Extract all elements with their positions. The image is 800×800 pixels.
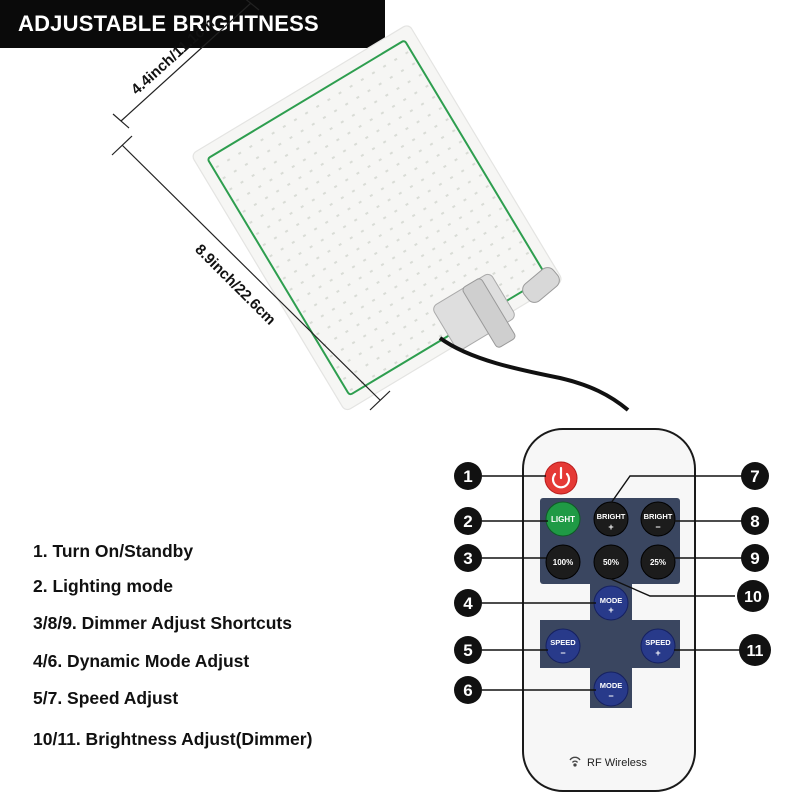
callout-4: 4 <box>454 589 482 617</box>
speed-down-button[interactable]: SPEED − <box>545 628 581 664</box>
width-dimension <box>112 0 260 129</box>
callout-8: 8 <box>741 507 769 535</box>
svg-text:−: − <box>655 522 660 532</box>
light-button[interactable]: LIGHT <box>545 501 581 537</box>
led-panel-illustration: 360 4.4inch/11.1cm 8.9inch/22.6cm <box>111 0 630 412</box>
svg-text:25%: 25% <box>650 558 666 567</box>
svg-text:2: 2 <box>463 512 472 531</box>
callout-5: 5 <box>454 636 482 664</box>
mounting-bracket <box>433 267 560 351</box>
dpad-panel <box>540 584 680 708</box>
svg-text:9: 9 <box>750 549 759 568</box>
svg-text:1: 1 <box>463 467 472 486</box>
svg-text:−: − <box>560 648 565 658</box>
brightness-25-button[interactable]: 25% <box>640 544 676 580</box>
brightness-50-button[interactable]: 50% <box>593 544 629 580</box>
svg-text:SPEED: SPEED <box>550 638 576 647</box>
callout-11: 11 <box>739 634 771 666</box>
svg-text:LIGHT: LIGHT <box>551 515 575 524</box>
svg-text:BRIGHT: BRIGHT <box>644 512 673 521</box>
callout-2: 2 <box>454 507 482 535</box>
svg-text:MODE: MODE <box>600 681 623 690</box>
svg-text:7: 7 <box>750 467 759 486</box>
svg-text:10: 10 <box>744 589 762 606</box>
svg-text:6: 6 <box>463 681 472 700</box>
svg-text:3: 3 <box>463 549 472 568</box>
bright-up-button[interactable]: BRIGHT + <box>593 501 629 537</box>
length-dimension <box>111 135 391 411</box>
svg-text:100%: 100% <box>553 558 573 567</box>
callout-1: 1 <box>454 462 482 490</box>
svg-text:SPEED: SPEED <box>645 638 671 647</box>
svg-text:MODE: MODE <box>600 596 623 605</box>
brightness-100-button[interactable]: 100% <box>545 544 581 580</box>
power-button[interactable] <box>544 461 578 495</box>
svg-text:50%: 50% <box>603 558 619 567</box>
power-cable <box>438 336 630 412</box>
feature-item: 3/8/9. Dimmer Adjust Shortcuts <box>33 613 292 633</box>
feature-item: 2. Lighting mode <box>33 576 173 596</box>
svg-text:8: 8 <box>750 512 759 531</box>
svg-text:+: + <box>608 605 613 615</box>
brightness-banner: ADJUSTABLE BRIGHTNESS <box>0 0 385 48</box>
callout-lines <box>482 475 742 691</box>
callout-9: 9 <box>741 544 769 572</box>
svg-text:BRIGHT: BRIGHT <box>597 512 626 521</box>
wifi-icon <box>569 756 581 767</box>
callout-6: 6 <box>454 676 482 704</box>
svg-text:4: 4 <box>463 594 473 613</box>
callout-10: 10 <box>737 580 769 612</box>
svg-text:−: − <box>608 691 613 701</box>
feature-item: 1. Turn On/Standby <box>33 541 194 561</box>
svg-text:+: + <box>608 522 613 532</box>
mode-up-button[interactable]: MODE + <box>593 585 629 621</box>
mode-down-button[interactable]: MODE − <box>593 671 629 707</box>
speed-up-button[interactable]: SPEED + <box>640 628 676 664</box>
feature-item: 5/7. Speed Adjust <box>33 688 179 708</box>
callout-3: 3 <box>454 544 482 572</box>
svg-text:11: 11 <box>747 643 764 660</box>
banner-title: ADJUSTABLE BRIGHTNESS <box>18 11 319 36</box>
feature-item: 4/6. Dynamic Mode Adjust <box>33 651 250 671</box>
rf-wireless-label: RF Wireless <box>587 757 647 769</box>
svg-text:5: 5 <box>463 641 472 660</box>
callout-7: 7 <box>741 462 769 490</box>
svg-text:+: + <box>655 648 660 658</box>
bright-down-button[interactable]: BRIGHT − <box>640 501 676 537</box>
feature-item: 10/11. Brightness Adjust(Dimmer) <box>33 729 313 749</box>
